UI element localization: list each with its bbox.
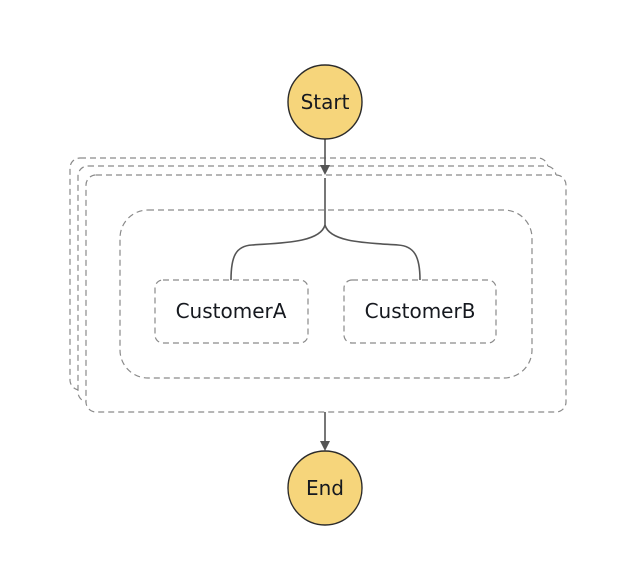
end-node[interactable]: End [287,450,363,526]
task-customer-a-label: CustomerA [176,299,287,323]
start-circle [287,64,363,140]
end-label: End [306,476,344,500]
start-label: Start [301,90,350,114]
task-customer-a-box [154,279,309,344]
edge-fork-right [324,224,421,281]
task-customer-b-box [343,279,497,344]
end-circle [287,450,363,526]
task-customer-b[interactable]: CustomerB [343,279,497,344]
task-customer-b-label: CustomerB [365,299,476,323]
edge-fork-left [230,224,326,281]
task-customer-a[interactable]: CustomerA [154,279,309,344]
start-node[interactable]: Start [287,64,363,140]
